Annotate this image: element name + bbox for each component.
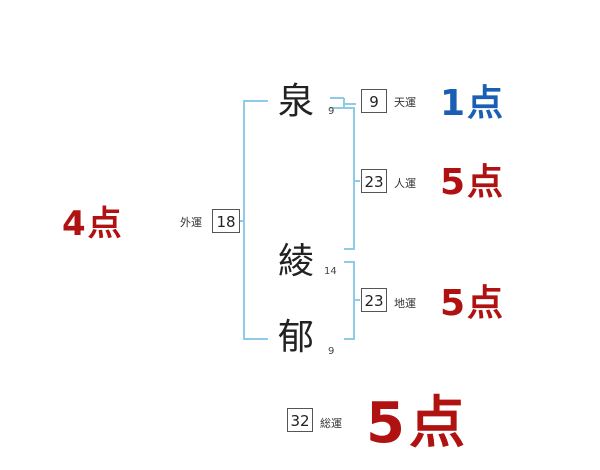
gai-value-box: 18 (212, 209, 240, 233)
name-char-2-strokes: 14 (324, 266, 337, 277)
jin-value-box: 23 (361, 169, 387, 193)
name-char-3-strokes: 9 (328, 346, 335, 357)
ten-value-box: 9 (361, 89, 387, 113)
name-char-2: 綾 (277, 241, 314, 282)
jin-bracket (338, 107, 360, 250)
name-char-1-strokes: 9 (328, 106, 335, 117)
gai-score: 4点 (62, 204, 124, 244)
chi-score: 5点 (440, 283, 506, 324)
name-char-3: 郁 (277, 317, 314, 358)
jin-score: 5点 (440, 162, 506, 203)
total-score: 5点 (366, 391, 469, 456)
jin-label: 人運 (394, 177, 416, 190)
chi-label: 地運 (394, 297, 416, 310)
total-label: 総運 (320, 417, 342, 430)
chi-bracket (344, 261, 360, 340)
ten-label: 天運 (394, 96, 416, 109)
chi-value-box: 23 (361, 288, 387, 312)
name-char-1: 泉 (277, 81, 314, 122)
gai-label: 外運 (180, 216, 202, 229)
total-value-box: 32 (287, 408, 313, 432)
ten-score: 1点 (440, 83, 506, 124)
gai-bracket (240, 100, 268, 340)
